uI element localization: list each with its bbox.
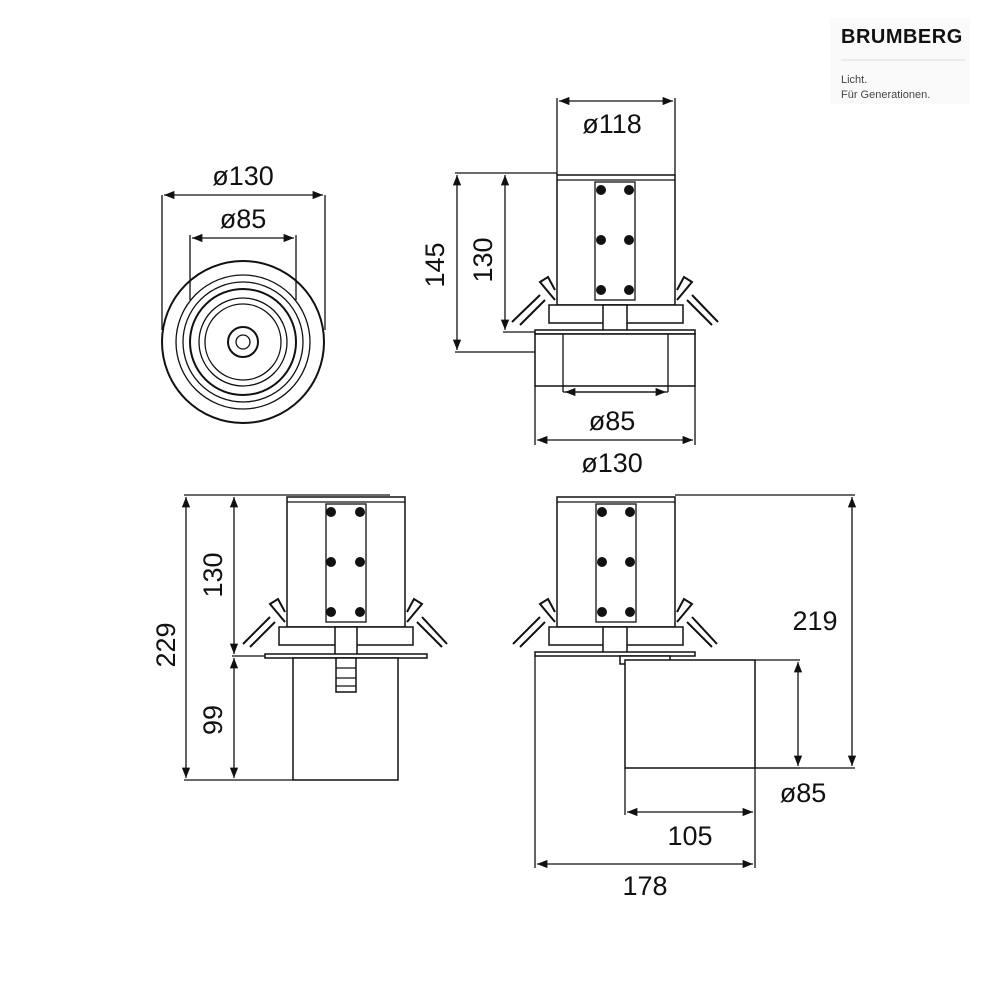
tilt-head-length-label: 105 <box>667 821 712 851</box>
brand-name: BRUMBERG <box>841 26 963 48</box>
tilt-view: 219 ø85 105 178 <box>512 494 857 901</box>
top-outer-diameter-label: ø130 <box>212 161 274 191</box>
top-inner-diameter-label: ø85 <box>220 204 267 234</box>
side-body-height-label: 130 <box>198 552 228 597</box>
front-flange-diameter-label: ø130 <box>581 448 643 478</box>
side-lower-height-label: 99 <box>198 705 228 735</box>
top-view: ø130 ø85 <box>161 161 326 424</box>
tilt-height-label: 219 <box>792 606 837 636</box>
front-lens-diameter-label: ø85 <box>589 406 636 436</box>
front-top-diameter-label: ø118 <box>582 109 642 139</box>
front-total-height-label: 145 <box>420 242 450 287</box>
side-total-height-label: 229 <box>151 622 181 667</box>
side-view: 229 130 99 <box>151 494 448 781</box>
tilt-overall-length-label: 178 <box>622 871 667 901</box>
front-view: ø118 145 130 ø85 ø130 <box>420 96 719 478</box>
brand-tagline-1: Licht. <box>841 74 867 86</box>
front-body-height-label: 130 <box>468 237 498 282</box>
brand-tagline-2: Für Generationen. <box>841 89 930 101</box>
brand-logo: BRUMBERG Licht. Für Generationen. <box>830 18 970 104</box>
tilt-head-diameter-label: ø85 <box>780 778 827 808</box>
